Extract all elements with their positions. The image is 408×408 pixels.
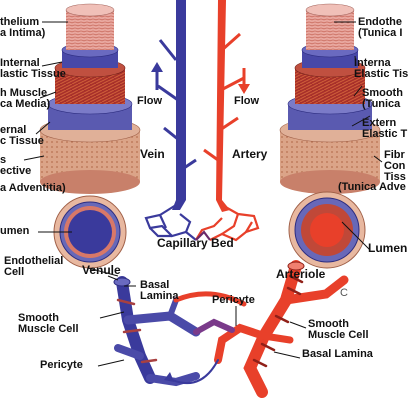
label-panel-c: C — [340, 287, 348, 299]
label-vein: Vein — [140, 147, 165, 161]
right-endothelium-top — [305, 3, 355, 17]
label-internal-elastic-left: Internal lastic Tissue — [0, 57, 66, 80]
label-connective-left: s ective — [0, 154, 32, 177]
label-lumen-right: Lumen — [368, 241, 408, 255]
label-smooth-muscle-cell-right: Smooth Muscle Cell — [308, 318, 369, 341]
label-flow-vein: Flow — [137, 95, 163, 107]
label-lumen-left: umen — [0, 225, 30, 237]
label-adventitia-left: a Adventitia) — [0, 182, 66, 194]
center-vessels — [144, 0, 260, 242]
label-external-elastic-right: Extern Elastic T — [362, 117, 408, 140]
label-artery: Artery — [232, 147, 268, 161]
label-endothelium-right: Endothe (Tunica I — [358, 16, 403, 39]
flow-arc-arrow-icon — [167, 359, 219, 385]
right-adventitia-base — [280, 170, 380, 194]
label-arteriole: Arteriole — [276, 267, 326, 281]
label-smooth-muscle-left: h Muscle ca Media) — [0, 87, 51, 110]
label-endothelial-cell: Endothelial Cell — [4, 255, 64, 278]
capillary-bed-net — [144, 204, 260, 242]
right-vessel-layers — [279, 3, 381, 194]
artery-trunk — [216, 0, 230, 212]
arteriole-network — [214, 260, 349, 398]
left-endothelium-top — [65, 3, 115, 17]
left-vessel-layers — [39, 3, 141, 194]
vein-branches — [157, 39, 197, 172]
label-smooth-muscle-cell-left: Smooth Muscle Cell — [18, 312, 79, 335]
label-basal-lamina-right: Basal Lamina — [302, 348, 373, 360]
label-flow-artery: Flow — [234, 95, 260, 107]
bottom-capillaries — [164, 291, 247, 385]
label-endothelium-left: thelium a Intima) — [0, 16, 46, 39]
leader-lines — [23, 21, 383, 367]
artery-branches — [203, 32, 245, 162]
left-endothelium-layer — [66, 10, 114, 50]
label-internal-elastic-right: Interna Elastic Tiss — [354, 57, 408, 80]
right-lumen — [310, 213, 344, 247]
label-basal-lamina-left: Basal Lamina — [140, 279, 179, 302]
right-endothelium-layer — [306, 10, 354, 50]
left-cross-section — [53, 195, 127, 269]
label-external-elastic-left: ernal c Tissue — [0, 124, 44, 147]
label-smooth-muscle-right: Smooth (Tunica — [362, 87, 403, 110]
left-lumen — [68, 210, 112, 254]
vein-trunk — [172, 0, 186, 210]
label-pericyte-left: Pericyte — [40, 359, 83, 371]
label-adventitia-right: (Tunica Adve — [338, 181, 406, 193]
label-fibrous-right: Fibr Con Tiss — [384, 149, 406, 183]
label-capillary-bed: Capillary Bed — [157, 236, 234, 250]
label-pericyte-center: Pericyte — [212, 294, 255, 306]
left-adventitia-base — [40, 170, 140, 194]
label-venule: Venule — [82, 263, 121, 277]
right-cross-section — [288, 191, 366, 269]
